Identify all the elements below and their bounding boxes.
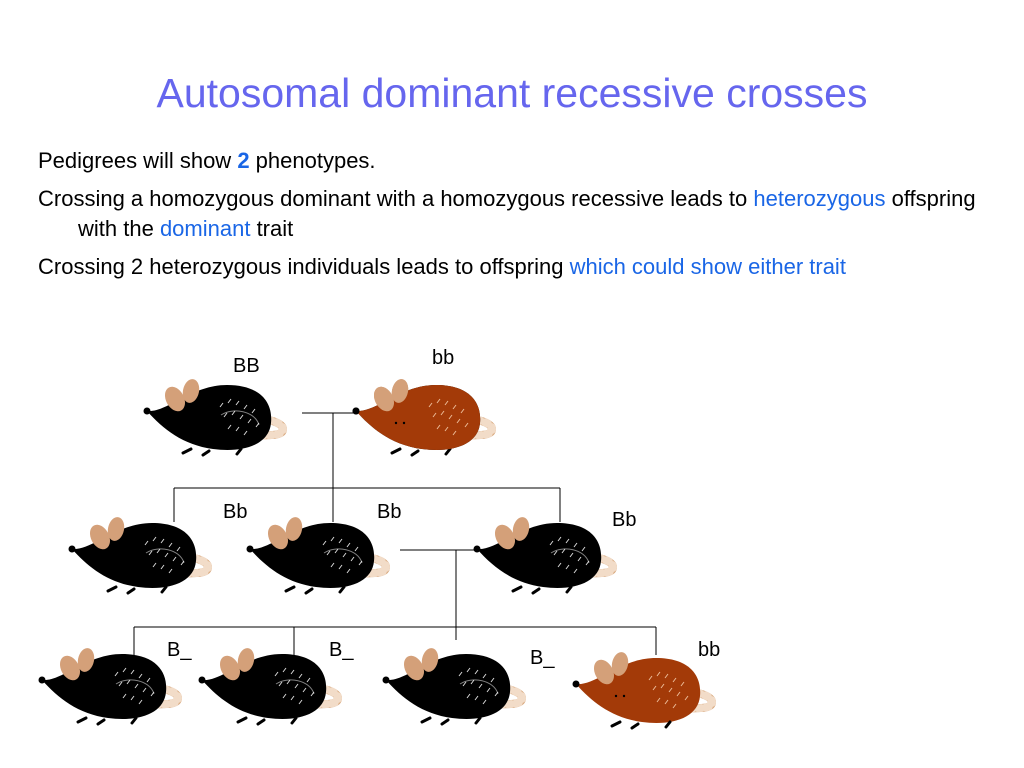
bullet-homozygous-cross: Crossing a homozygous dominant with a ho…: [38, 186, 976, 241]
label-gen1-left: BB: [233, 355, 260, 377]
mouse-gen3-3: [383, 647, 523, 724]
mouse-gen3-2: [199, 647, 339, 724]
label-gen2-3: Bb: [612, 509, 636, 531]
term-heterozygous: heterozygous: [753, 186, 886, 211]
label-gen1-right: bb: [432, 347, 454, 369]
phenotype-count: 2: [237, 148, 250, 173]
mouse-gen3-recessive: [572, 652, 717, 730]
mouse-gen2-2: [247, 516, 387, 593]
label-gen3-1: B_: [167, 639, 192, 661]
label-gen2-2: Bb: [377, 501, 401, 523]
mouse-gen2-1: [69, 516, 209, 593]
term-dominant: dominant: [159, 216, 251, 241]
label-gen3-3: B_: [530, 647, 555, 669]
label-gen3-2: B_: [329, 639, 354, 661]
slide-title: Autosomal dominant recessive crosses: [156, 70, 868, 116]
mouse-dominant-bb-parent: [144, 378, 284, 455]
mouse-recessive-bb-parent: [353, 378, 493, 455]
bullet-heterozygous-cross: Crossing 2 heterozygous individuals lead…: [38, 254, 846, 279]
bullet-phenotypes: Pedigrees will show 2 phenotypes.: [38, 148, 376, 173]
bullet-list: Pedigrees will show 2 phenotypes. Crossi…: [38, 146, 978, 290]
term-either-trait: which could show either trait: [569, 254, 846, 279]
mouse-gen2-3: [474, 516, 614, 593]
label-gen2-1: Bb: [223, 501, 247, 523]
label-gen3-4: bb: [698, 639, 720, 661]
pedigree-lines: [133, 412, 657, 655]
mouse-gen3-1: [39, 647, 179, 724]
